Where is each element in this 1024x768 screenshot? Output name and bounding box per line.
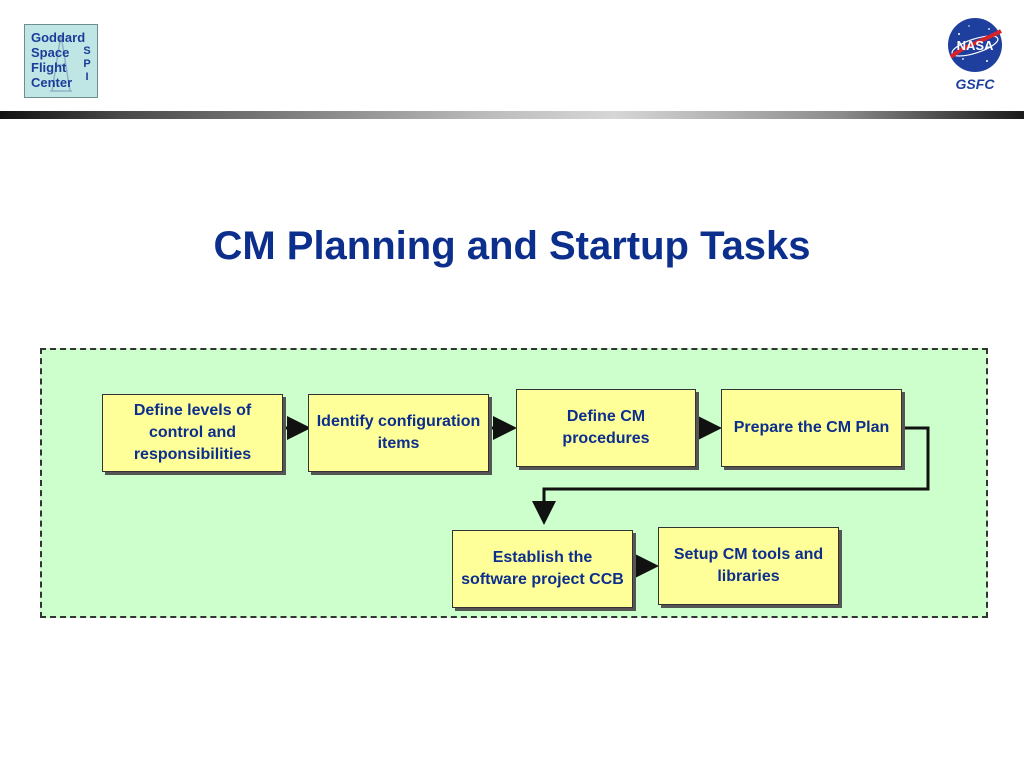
task-define-levels: Define levels of control and responsibil… [102,394,283,472]
rocket-outline-graphic [50,34,72,92]
goddard-spi-logo: Goddard Space Flight Center S P I [24,24,98,98]
task-identify-ci: Identify configuration items [308,394,489,472]
slide-title: CM Planning and Startup Tasks [213,224,811,268]
logo-spi-s: S [83,45,91,57]
task-establish-ccb: Establish the software project CCB [452,530,633,608]
nasa-meatball-icon: NASA [948,18,1002,72]
logo-line-2: Space [31,45,70,60]
logo-line-3: Flight [31,60,67,75]
arrow-prepare-plan-to-establish-ccb [532,426,930,525]
logo-line-4: Center [31,75,73,90]
logo-text: Goddard Space Flight Center [31,30,85,90]
gsfc-label: GSFC [955,76,995,92]
task-setup-tools: Setup CM tools and libraries [658,527,839,605]
logo-spi-letters: S P I [81,45,93,84]
task-define-procedures: Define CM procedures [516,389,696,467]
diagram-panel: Define levels of control and responsibil… [40,348,988,618]
task-prepare-plan: Prepare the CM Plan [721,389,902,467]
logo-spi-i: I [85,71,89,83]
nasa-logo-text: NASA [957,38,994,53]
flow-connectors [283,416,930,578]
logo-spi-p: P [83,58,91,70]
logo-line-1: Goddard [31,30,86,45]
header-divider-bar [0,111,1024,119]
